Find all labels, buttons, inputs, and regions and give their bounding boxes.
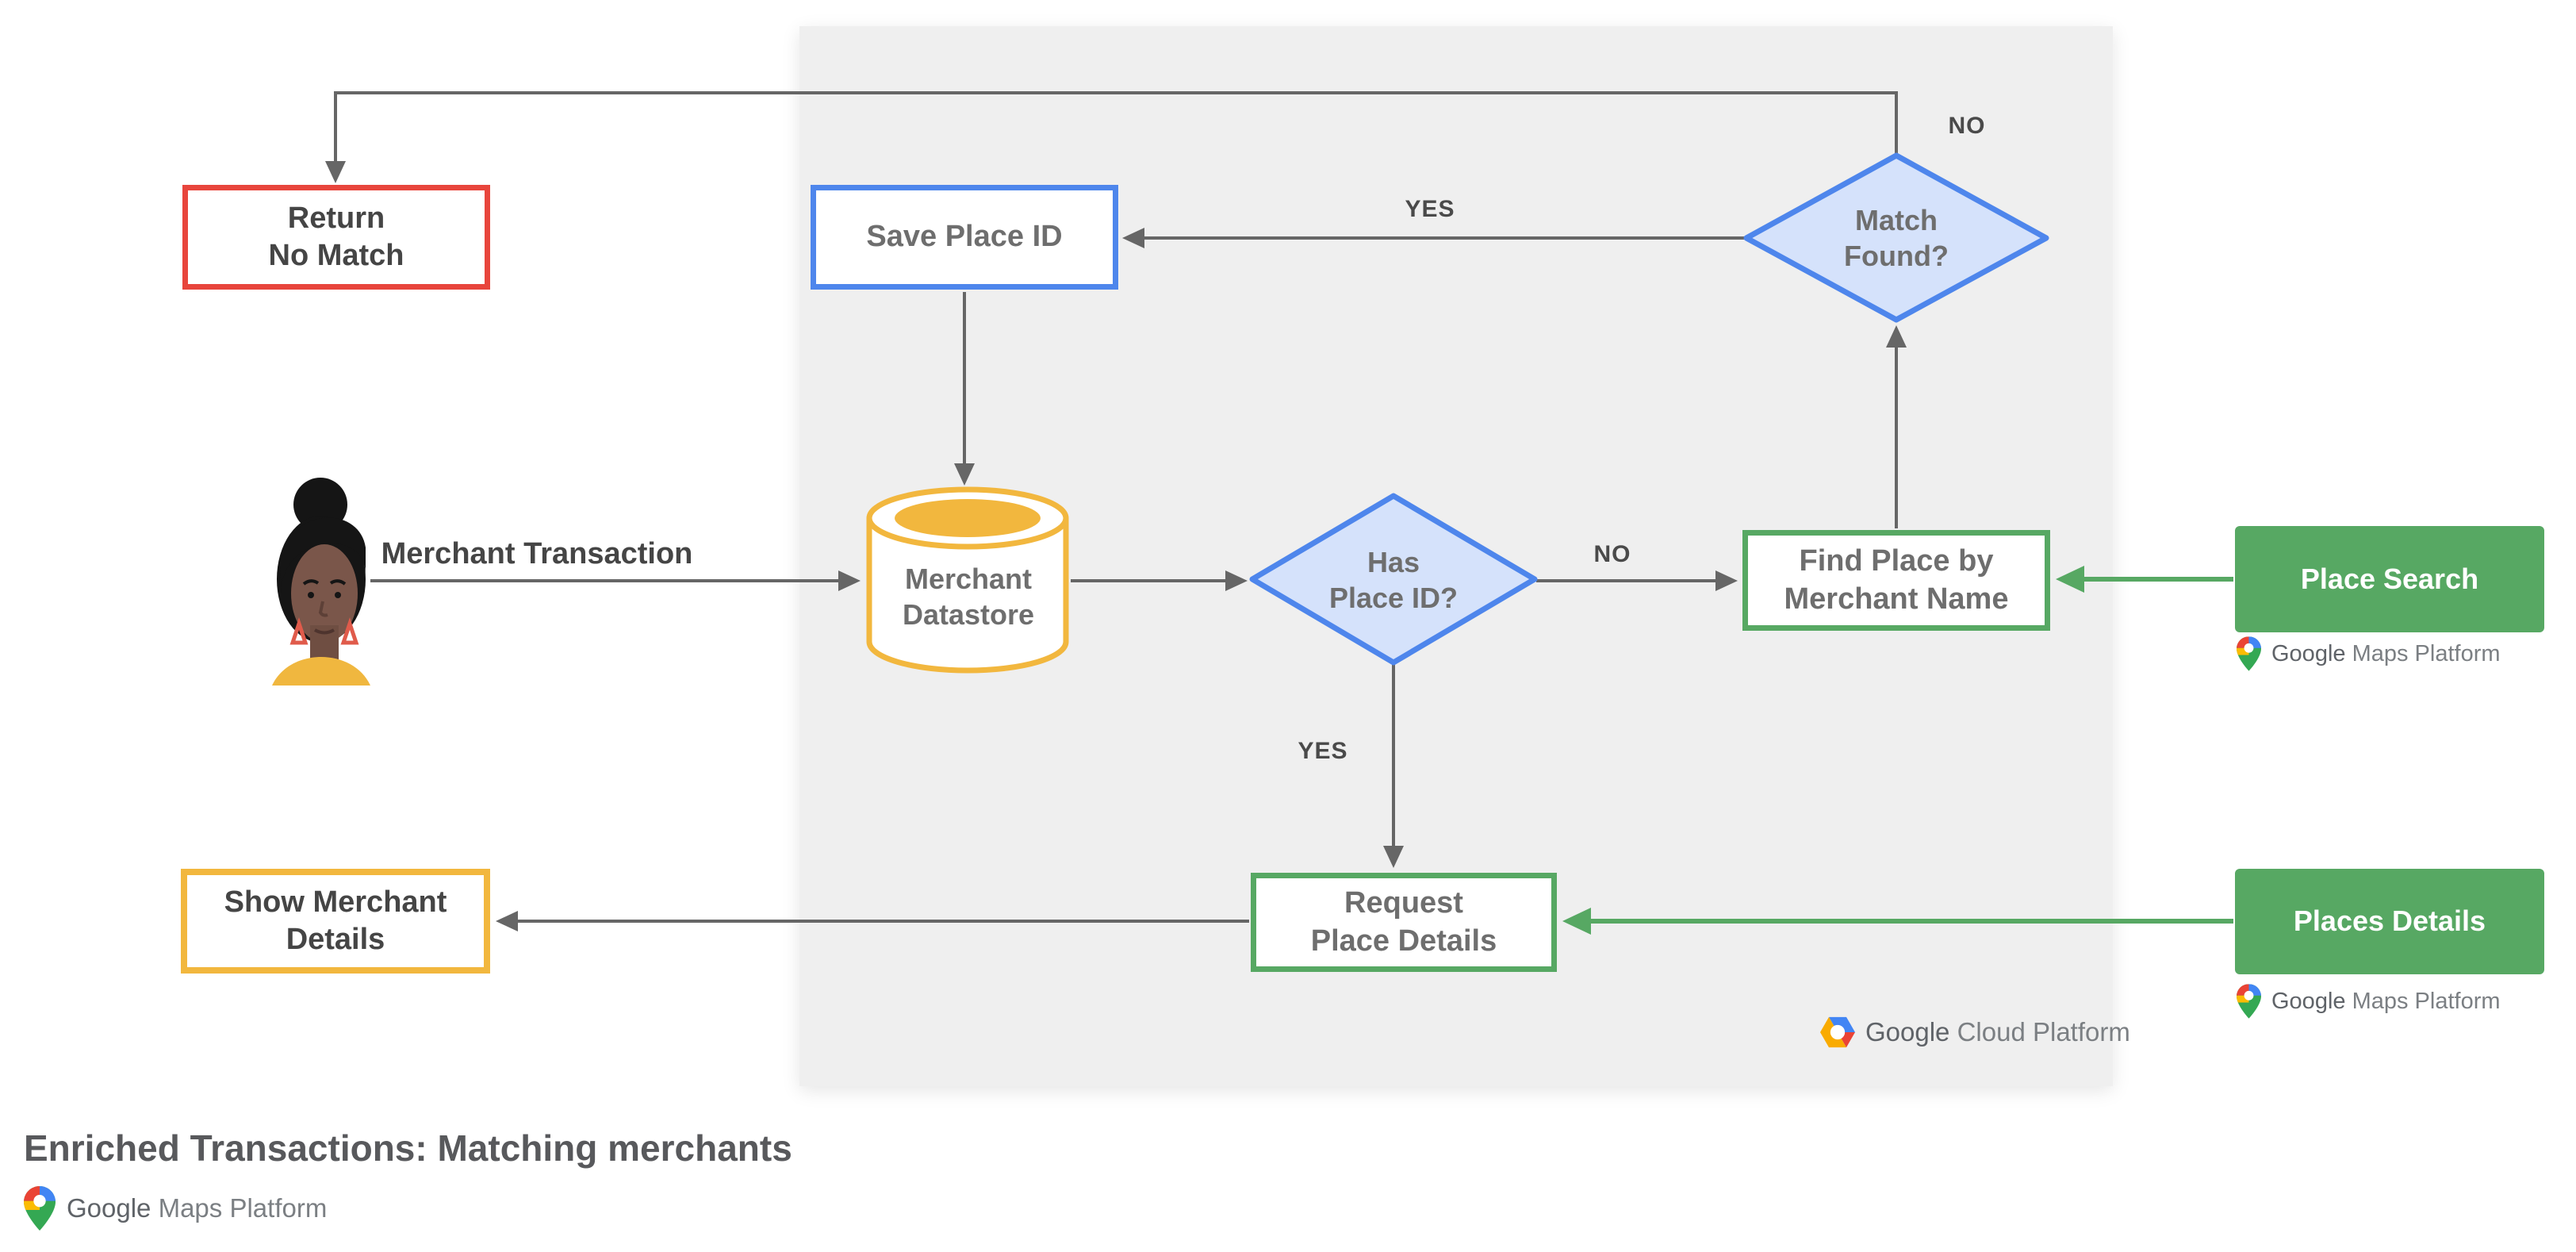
gmp-google-text: Google bbox=[67, 1193, 151, 1223]
maps-pin-icon bbox=[24, 1186, 56, 1231]
has-place-id-no-label: NO bbox=[1593, 541, 1631, 567]
match-found-diamond bbox=[1743, 152, 2049, 323]
maps-pin-icon bbox=[2237, 636, 2261, 671]
merchant-datastore-cylinder bbox=[866, 486, 1069, 674]
node-place-search-api: Place Search bbox=[2235, 526, 2544, 632]
edge-match-found-yes-to-save bbox=[1122, 228, 1745, 248]
gmp-google-text: Google bbox=[2271, 640, 2346, 666]
node-save-place-id: Save Place ID bbox=[811, 185, 1118, 290]
gmp-logo-footer: Google Maps Platform bbox=[24, 1185, 327, 1231]
edge-has-place-id-yes-to-request bbox=[1383, 664, 1404, 868]
edge-find-place-to-match-found bbox=[1886, 325, 1907, 528]
match-found-yes-label: YES bbox=[1405, 196, 1455, 222]
merchant-transaction-label: Merchant Transaction bbox=[381, 536, 693, 570]
edge-request-to-show-merchant bbox=[496, 911, 1249, 931]
edge-save-to-datastore bbox=[954, 292, 975, 486]
match-found-no-label: NO bbox=[1948, 113, 1986, 139]
user-avatar bbox=[272, 478, 370, 686]
gmp-logo-places-details: Google Maps Platform bbox=[2237, 982, 2501, 1020]
edge-has-place-id-no-to-find-place bbox=[1536, 570, 1738, 591]
node-places-details-api: Places Details bbox=[2235, 869, 2544, 974]
gcp-logo: Google Cloud Platform bbox=[1820, 1016, 2130, 1049]
gcp-cloud-platform-text: Cloud Platform bbox=[1957, 1017, 2130, 1047]
cloud-hexagon-icon bbox=[1820, 1016, 1855, 1048]
node-return-no-match: Return No Match bbox=[182, 185, 490, 290]
has-place-id-label: Has Place ID? bbox=[1328, 545, 1459, 614]
gmp-maps-platform-text: Maps Platform bbox=[158, 1193, 328, 1223]
merchant-datastore-label: Merchant Datastore bbox=[902, 562, 1035, 631]
edge-merchant-transaction bbox=[370, 570, 861, 591]
has-place-id-yes-label: YES bbox=[1298, 738, 1348, 764]
edge-match-found-no-to-return bbox=[325, 91, 1898, 183]
has-place-id-diamond bbox=[1249, 493, 1538, 666]
gmp-maps-platform-text: Maps Platform bbox=[2352, 988, 2501, 1014]
node-show-merchant-details: Show Merchant Details bbox=[181, 869, 490, 974]
match-found-label: Match Found? bbox=[1844, 203, 1949, 272]
gcp-google-text: Google bbox=[1865, 1017, 1950, 1047]
gmp-maps-platform-text: Maps Platform bbox=[2352, 640, 2501, 666]
node-request-place-details: Request Place Details bbox=[1251, 873, 1557, 972]
gmp-logo-place-search: Google Maps Platform bbox=[2237, 635, 2501, 673]
maps-pin-icon bbox=[2237, 984, 2261, 1019]
edge-place-search-to-find-place bbox=[2056, 566, 2233, 593]
node-find-place-by-merchant-name: Find Place by Merchant Name bbox=[1742, 530, 2050, 631]
edge-datastore-to-has-place-id bbox=[1071, 570, 1248, 591]
gmp-google-text: Google bbox=[2271, 988, 2346, 1014]
edge-places-details-to-request bbox=[1562, 908, 2233, 935]
diagram-title: Enriched Transactions: Matching merchant… bbox=[24, 1127, 792, 1169]
